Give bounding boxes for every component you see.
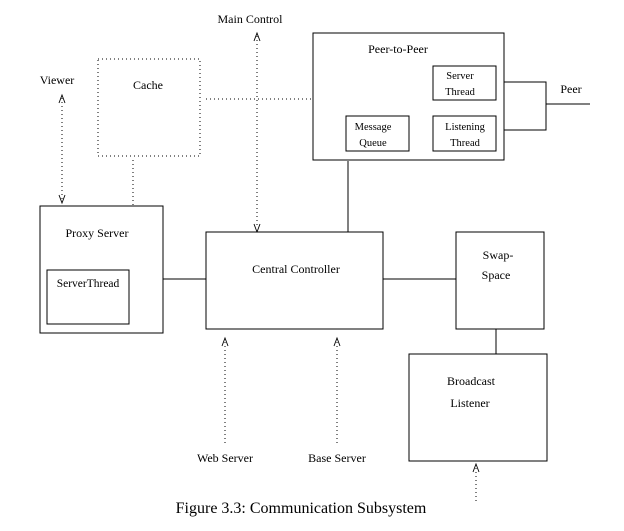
threads-to-peer-bracket (504, 81, 547, 131)
viewer-up-arrowhead (58, 93, 66, 104)
figure-caption: Figure 3.3: Communication Subsystem (176, 500, 427, 517)
base-server-label: Base Server (308, 451, 366, 465)
peer-label: Peer (560, 82, 581, 96)
central-controller-box (205, 231, 384, 330)
listening-thread-box (432, 115, 497, 152)
dotted-connectors (61, 36, 477, 502)
cache-label: Cache (133, 78, 163, 92)
viewer-label: Viewer (40, 73, 75, 87)
main-control-label: Main Control (218, 12, 284, 26)
broadcast-listener-box (408, 353, 548, 462)
swap-space-label-line1: Swap- (483, 248, 514, 262)
message-queue-label-line1: Message (355, 122, 392, 133)
cache-box (97, 58, 201, 157)
server-thread-box (432, 65, 497, 101)
proxy-server-thread-box (46, 269, 130, 325)
arrowheads (58, 31, 480, 473)
server-thread-label-line2: Thread (445, 87, 475, 98)
proxy-server-label: Proxy Server (66, 226, 129, 240)
broadcast-listener-label-line1: Broadcast (447, 374, 496, 388)
central-controller-label: Central Controller (252, 262, 340, 276)
proxy-server-thread-label: ServerThread (57, 278, 120, 290)
peer-to-peer-label: Peer-to-Peer (368, 42, 428, 56)
main-control-down-arrowhead (253, 223, 261, 234)
listening-thread-label-line2: Thread (450, 138, 480, 149)
swap-space-box (455, 231, 545, 330)
listening-thread-label-line1: Listening (445, 122, 485, 133)
message-queue-label-line2: Queue (359, 138, 387, 149)
base-server-up-arrowhead (333, 336, 341, 347)
swap-space-label-line2: Space (482, 268, 511, 282)
web-server-up-arrowhead (221, 336, 229, 347)
viewer-down-arrowhead (58, 194, 66, 205)
broadcast-up-arrowhead (472, 462, 480, 473)
message-queue-box (345, 115, 410, 152)
web-server-label: Web Server (197, 451, 253, 465)
server-thread-label-line1: Server (446, 71, 474, 82)
main-control-up-arrowhead (253, 31, 261, 42)
broadcast-listener-label-line2: Listener (450, 396, 489, 410)
